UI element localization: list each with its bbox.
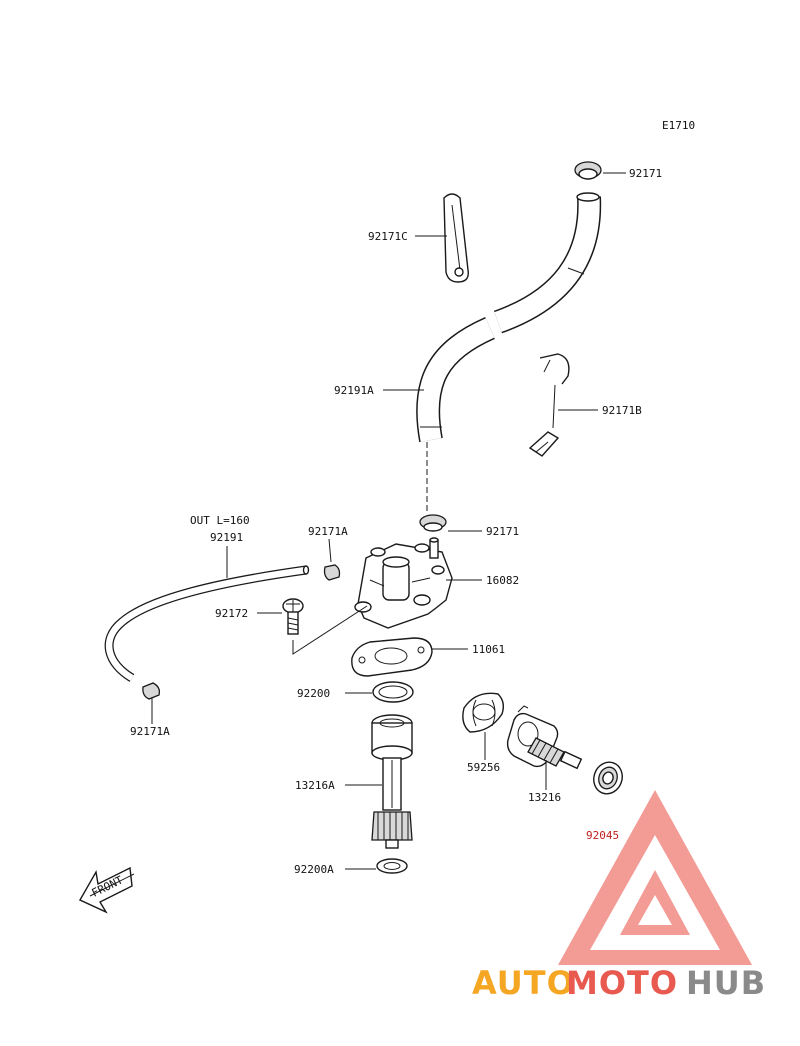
bearing-92045 bbox=[593, 761, 623, 795]
label-92171C: 92171C bbox=[368, 230, 408, 243]
label-16082: 16082 bbox=[486, 574, 519, 587]
watermark-text-hub: HUB bbox=[686, 964, 766, 1002]
shaft-gear-13216A bbox=[345, 714, 413, 849]
label-11061: 11061 bbox=[472, 643, 505, 656]
watermark-text-auto: AUTO bbox=[472, 964, 575, 1002]
washer-92200A bbox=[345, 858, 408, 874]
label-92171-mid: 92171 bbox=[486, 525, 519, 538]
hose-92191A bbox=[383, 192, 602, 443]
label-92200A: 92200A bbox=[294, 863, 334, 876]
bracket-92171C bbox=[415, 193, 469, 283]
front-direction-arrow: FRONT bbox=[79, 866, 135, 914]
label-13216A: 13216A bbox=[295, 779, 335, 792]
diagram-code: E1710 bbox=[662, 119, 695, 132]
clamp-92171-mid bbox=[419, 514, 482, 532]
clamp-92171A-lower bbox=[142, 682, 161, 724]
clamp-92171A-upper bbox=[323, 538, 341, 581]
pump-body-16082 bbox=[354, 537, 482, 629]
label-13216: 13216 bbox=[528, 791, 561, 804]
label-92171A-lower: 92171A bbox=[130, 725, 170, 738]
label-out-length: OUT L=160 bbox=[190, 514, 250, 527]
label-92172: 92172 bbox=[215, 607, 248, 620]
clamp-92171-top bbox=[574, 161, 626, 180]
bushing-59256 bbox=[462, 692, 505, 760]
worm-gear-13216 bbox=[506, 705, 583, 790]
watermark-text-moto: MOTO bbox=[566, 964, 678, 1002]
hose-92191 bbox=[104, 565, 310, 682]
watermark-text: AUTO MOTO HUB bbox=[472, 964, 766, 1002]
watermark-logo bbox=[558, 790, 752, 965]
gasket-11061 bbox=[351, 637, 468, 677]
label-59256: 59256 bbox=[467, 761, 500, 774]
label-92200: 92200 bbox=[297, 687, 330, 700]
label-92191A: 92191A bbox=[334, 384, 374, 397]
label-92171B: 92171B bbox=[602, 404, 642, 417]
bolt-92172 bbox=[257, 598, 368, 655]
label-92045: 92045 bbox=[586, 829, 619, 842]
label-92171-top: 92171 bbox=[629, 167, 662, 180]
clip-92171B bbox=[528, 353, 598, 457]
oring-92200 bbox=[345, 681, 414, 703]
label-92191: 92191 bbox=[210, 531, 243, 544]
label-92171A-upper: 92171A bbox=[308, 525, 348, 538]
